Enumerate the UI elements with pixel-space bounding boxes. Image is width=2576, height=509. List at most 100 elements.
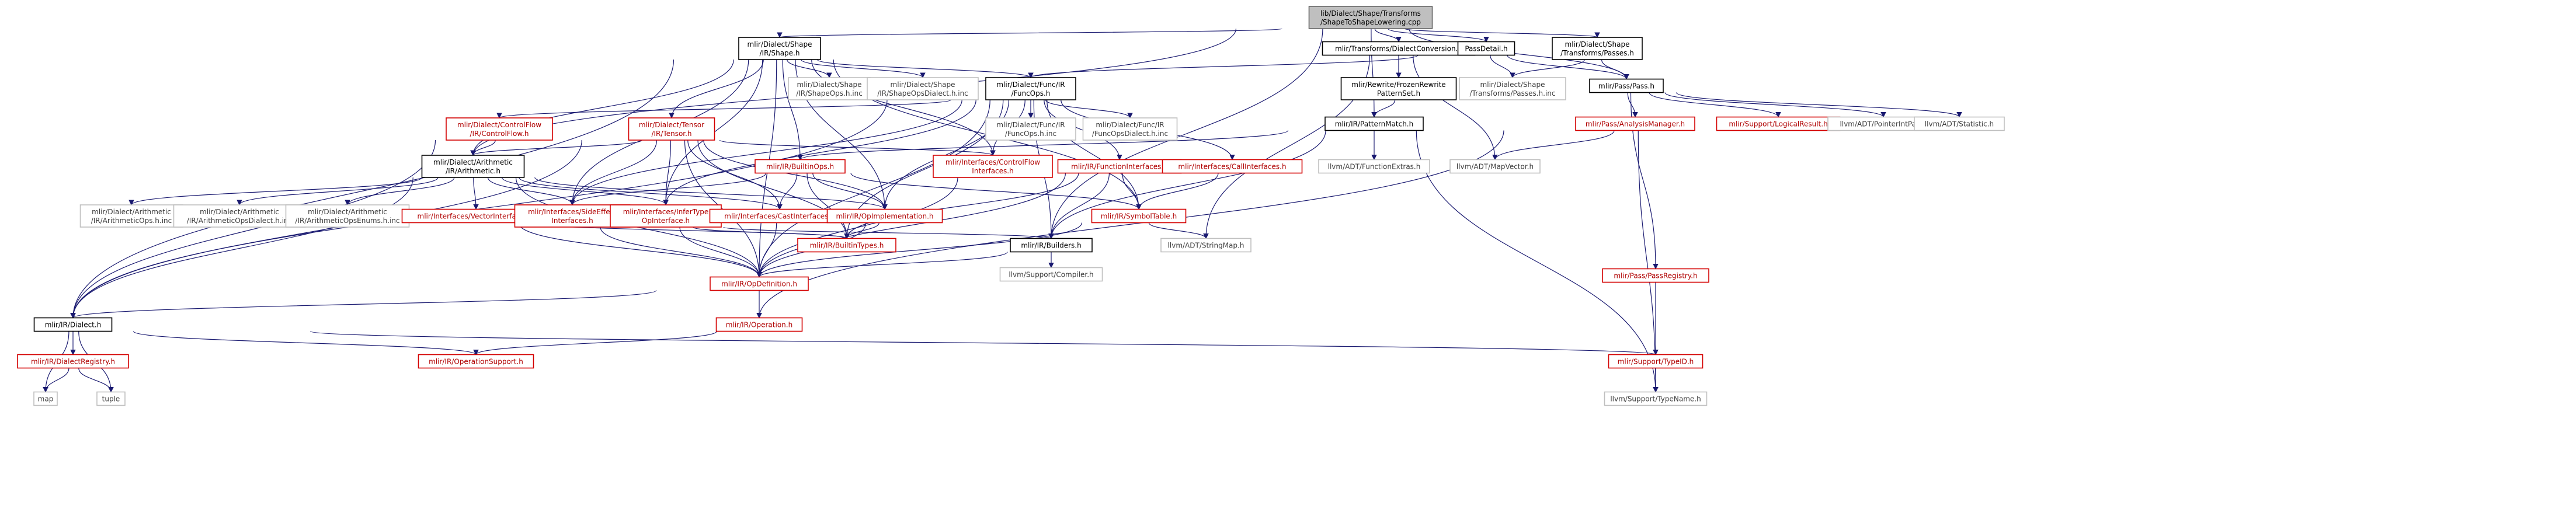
node-function-extras-h[interactable]: llvm/ADT/FunctionExtras.h	[1318, 159, 1430, 174]
node-map-vector-h[interactable]: llvm/ADT/MapVector.h	[1449, 159, 1541, 174]
node-dialect-registry-h[interactable]: mlir/IR/DialectRegistry.h	[17, 354, 129, 369]
edge-builtin-ops-h-to-cast-interfaces-h	[777, 173, 798, 210]
node-dialect-conversion-h[interactable]: mlir/Transforms/DialectConversion.h	[1322, 41, 1476, 56]
node-pattern-match-h[interactable]: mlir/IR/PatternMatch.h	[1324, 116, 1424, 131]
node-label: llvm/ADT/PointerIntPair.h	[1840, 120, 1927, 128]
edge-tensor-h-to-cf-interfaces-h	[719, 140, 996, 156]
node-operation-h[interactable]: mlir/IR/Operation.h	[715, 317, 803, 332]
node-shape-ir-shape-h[interactable]: mlir/Dialect/Shape/IR/Shape.h	[738, 37, 821, 60]
node-op-definition-h[interactable]: mlir/IR/OpDefinition.h	[710, 276, 809, 291]
edge-shape-ir-shape-h-to-tensor-h	[669, 59, 764, 118]
edge-builtin-ops-h-to-builtin-types-h	[806, 173, 850, 239]
node-box	[1575, 116, 1695, 131]
edge-pass-pass-h-to-analysis-manager-h	[1627, 92, 1638, 118]
node-label: lib/Dialect/Shape/Transforms	[1320, 9, 1421, 18]
node-label: /IR/ShapeOpsDialect.h.inc	[877, 89, 968, 97]
node-op-implementation-h[interactable]: mlir/IR/OpImplementation.h	[826, 208, 943, 224]
node-layer: lib/Dialect/Shape/Transforms/ShapeToShap…	[17, 6, 2005, 406]
edge-passdetail-h-to-shape-transforms-passes-inc	[1490, 55, 1515, 78]
node-box	[610, 204, 722, 228]
edge-arith-h-to-arith-ops-enums-inc	[345, 177, 455, 205]
node-call-interfaces-h[interactable]: mlir/Interfaces/CallInterfaces.h	[1162, 159, 1303, 174]
node-box	[96, 391, 126, 406]
edge-builtin-ops-h-to-op-implementation-h	[812, 173, 888, 210]
node-func-ops-inc[interactable]: mlir/Dialect/Func/IR/FuncOps.h.inc	[985, 117, 1076, 141]
node-box	[446, 117, 553, 141]
edge-tensor-h-to-op-implementation-h	[703, 140, 888, 210]
edge-op-implementation-h-to-builtin-types-h	[844, 222, 879, 239]
edge-pass-pass-h-to-logical-result-h	[1649, 92, 1781, 118]
node-label: /ShapeToShapeLowering.cpp	[1320, 18, 1421, 26]
node-operation-support-h[interactable]: mlir/IR/OperationSupport.h	[418, 354, 534, 369]
node-label: mlir/IR/OperationSupport.h	[429, 358, 523, 366]
node-logical-result-h[interactable]: mlir/Support/LogicalResult.h	[1716, 116, 1841, 131]
node-symbol-table-h[interactable]: mlir/IR/SymbolTable.h	[1091, 208, 1187, 224]
node-shape-ops-inc[interactable]: mlir/Dialect/Shape/IR/ShapeOps.h.inc	[788, 77, 871, 100]
edge-dialect-h-to-operation-support-h	[133, 330, 479, 355]
edge-root-to-builders-h	[1048, 28, 1323, 239]
node-type-id-h[interactable]: mlir/Support/TypeID.h	[1608, 354, 1704, 369]
node-func-ir-funcops-h[interactable]: mlir/Dialect/Func/IR/FuncOps.h	[985, 77, 1076, 100]
edge-shape-ir-shape-h-to-shape-ops-inc	[787, 59, 832, 78]
node-tuple[interactable]: tuple	[96, 391, 126, 406]
node-pointer-int-pair-h[interactable]: llvm/ADT/PointerIntPair.h	[1827, 116, 1939, 131]
node-arith-ops-enums-inc[interactable]: mlir/Dialect/Arithmetic/IR/ArithmeticOps…	[285, 204, 410, 228]
node-controlflow-h[interactable]: mlir/Dialect/ControlFlow/IR/ControlFlow.…	[446, 117, 553, 141]
edge-shape-ir-shape-h-to-builtin-ops-h	[782, 59, 803, 161]
edge-analysis-manager-h-to-map-vector-h	[1492, 130, 1615, 161]
node-cast-interfaces-h[interactable]: mlir/Interfaces/CastInterfaces.h	[709, 208, 850, 224]
edge-arith-h-to-dialect-h	[70, 177, 413, 319]
node-analysis-manager-h[interactable]: mlir/Pass/AnalysisManager.h	[1575, 116, 1695, 131]
node-shape-transforms-passes-inc[interactable]: mlir/Dialect/Shape/Transforms/Passes.h.i…	[1459, 77, 1566, 100]
node-label: /FuncOps.h.inc	[1005, 130, 1056, 138]
node-box	[1459, 77, 1566, 100]
node-box	[797, 238, 896, 253]
node-string-map-h[interactable]: llvm/ADT/StringMap.h	[1160, 238, 1252, 253]
node-label: mlir/IR/BuiltinOps.h	[766, 163, 834, 171]
node-label: mlir/Dialect/Tensor	[639, 121, 704, 129]
node-label: mlir/Interfaces/CallInterfaces.h	[1178, 163, 1286, 171]
node-vector-interfaces-h[interactable]: mlir/Interfaces/VectorInterfaces.h	[401, 208, 551, 224]
edge-pattern-match-h-to-type-name-h	[1416, 130, 1659, 393]
node-pass-pass-h[interactable]: mlir/Pass/Pass.h	[1589, 78, 1664, 93]
edge-tensor-h-to-cast-interfaces-h	[687, 140, 783, 210]
node-builders-h[interactable]: mlir/IR/Builders.h	[1010, 238, 1093, 253]
node-arith-ops-dialect-inc[interactable]: mlir/Dialect/Arithmetic/IR/ArithmeticOps…	[173, 204, 306, 228]
node-label: llvm/ADT/MapVector.h	[1456, 163, 1534, 171]
node-label: mlir/Dialect/Arithmetic	[308, 208, 387, 216]
edge-infer-type-h-to-builtin-types-h	[692, 226, 850, 239]
edge-tensor-h-to-op-definition-h	[684, 140, 762, 278]
node-dialect-h[interactable]: mlir/IR/Dialect.h	[33, 317, 113, 332]
node-shape-transforms-passes-h[interactable]: mlir/Dialect/Shape/Transforms/Passes.h	[1552, 37, 1643, 60]
edge-builtin-ops-h-to-side-effect-interfaces-h	[569, 173, 767, 205]
node-tensor-h[interactable]: mlir/Dialect/Tensor/IR/Tensor.h	[628, 117, 715, 141]
node-box	[1340, 77, 1457, 100]
node-func-ops-dialect-inc[interactable]: mlir/Dialect/Func/IR/FuncOpsDialect.h.in…	[1082, 117, 1178, 141]
node-type-name-h[interactable]: llvm/Support/TypeName.h	[1604, 391, 1708, 406]
node-label: mlir/IR/Builders.h	[1021, 242, 1081, 250]
node-shape-ops-dialect-inc[interactable]: mlir/Dialect/Shape/IR/ShapeOpsDialect.h.…	[867, 77, 979, 100]
node-label: /IR/ControlFlow.h	[470, 130, 529, 138]
node-passdetail-h[interactable]: PassDetail.h	[1457, 41, 1515, 56]
edge-symbol-table-h-to-op-definition-h	[756, 222, 1083, 278]
node-arith-ops-inc[interactable]: mlir/Dialect/Arithmetic/IR/ArithmeticOps…	[79, 204, 183, 228]
node-map[interactable]: map	[33, 391, 58, 406]
node-pass-registry-h[interactable]: mlir/Pass/PassRegistry.h	[1602, 268, 1709, 283]
node-builtin-ops-h[interactable]: mlir/IR/BuiltinOps.h	[755, 159, 846, 174]
node-label: mlir/Dialect/ControlFlow	[457, 121, 541, 129]
node-box	[1449, 159, 1541, 174]
node-statistic-h[interactable]: llvm/ADT/Statistic.h	[1914, 116, 2005, 131]
node-label: mlir/Dialect/Shape	[748, 40, 812, 48]
edge-cf-interfaces-h-to-op-definition-h	[756, 177, 958, 278]
node-root: lib/Dialect/Shape/Transforms/ShapeToShap…	[1308, 6, 1433, 29]
node-box	[173, 204, 306, 228]
node-compiler-h[interactable]: llvm/Support/Compiler.h	[999, 267, 1103, 282]
edge-op-definition-h-to-dialect-h	[70, 290, 657, 319]
node-label: mlir/Interfaces/CastInterfaces.h	[724, 212, 835, 221]
node-arith-h[interactable]: mlir/Dialect/Arithmetic/IR/Arithmetic.h	[421, 155, 525, 178]
node-label: mlir/Dialect/Func/IR	[1096, 121, 1164, 129]
node-builtin-types-h[interactable]: mlir/IR/BuiltinTypes.h	[797, 238, 896, 253]
